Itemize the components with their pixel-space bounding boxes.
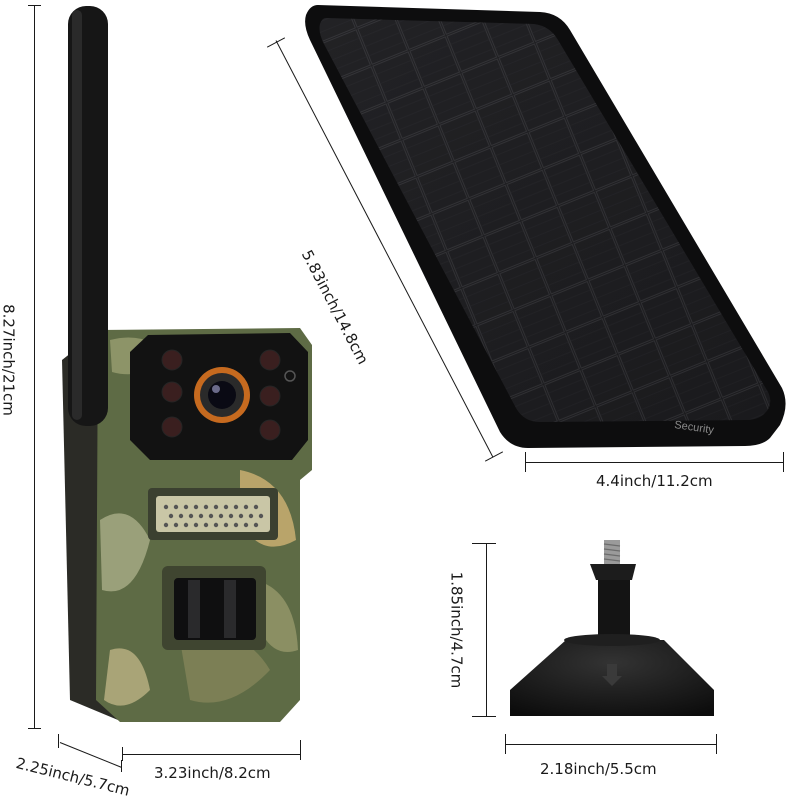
panel-width-line	[526, 462, 784, 463]
arrow-down-icon	[602, 664, 622, 686]
solar-panel-brand: Security	[674, 419, 716, 436]
camera-height-line	[34, 5, 35, 729]
mount-width-line	[505, 744, 717, 745]
camera-lens	[194, 367, 250, 423]
camera-width-label: 3.23inch/8.2cm	[154, 764, 271, 782]
panel-width-label: 4.4inch/11.2cm	[596, 472, 713, 490]
trail-camera	[62, 6, 312, 722]
ir-led-array	[161, 349, 281, 441]
pir-sensor	[162, 566, 266, 650]
mount-width-label: 2.18inch/5.5cm	[540, 760, 657, 778]
speaker-grille	[148, 488, 278, 540]
mounting-bracket	[510, 540, 714, 716]
mount-height-label: 1.85inch/4.7cm	[447, 571, 466, 689]
camera-width-line	[122, 754, 300, 755]
camera-height-label: 8.27inch/21cm	[0, 304, 18, 416]
mount-height-line	[486, 543, 487, 717]
solar-panel	[305, 5, 786, 448]
